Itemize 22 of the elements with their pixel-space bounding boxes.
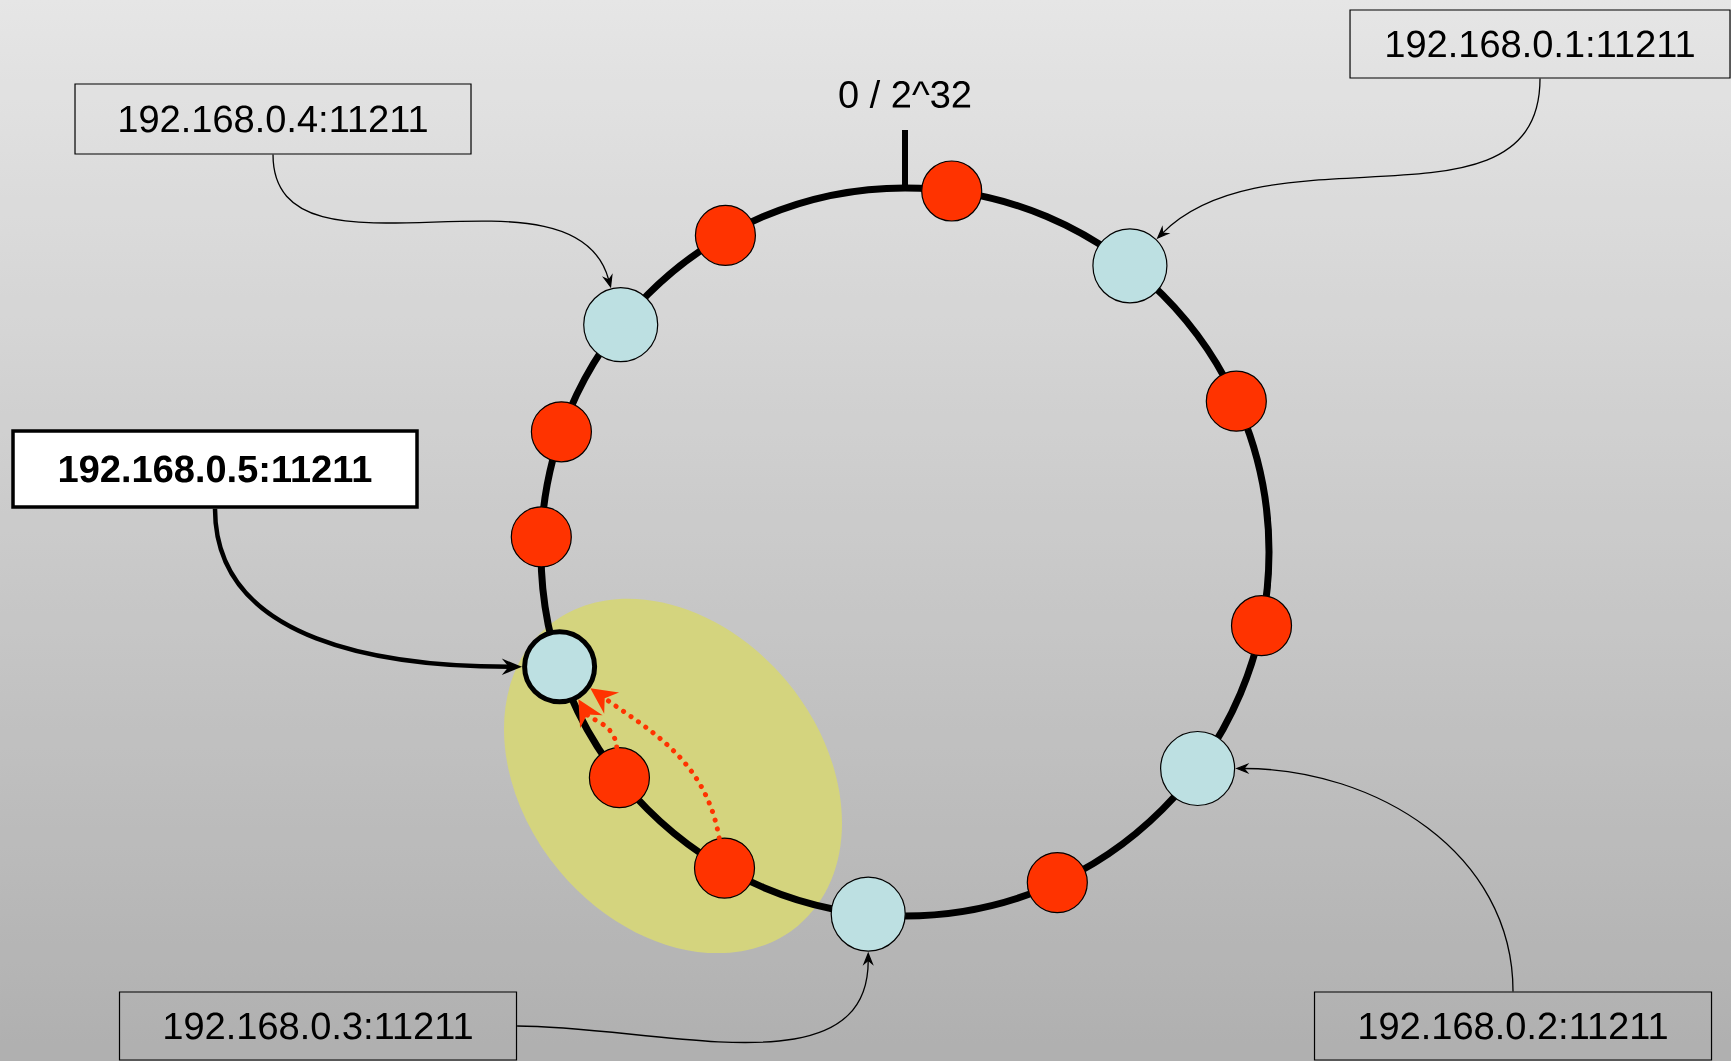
- server-node: [830, 876, 906, 952]
- address-box: 192.168.0.1:11211: [1349, 9, 1731, 79]
- address-box: 192.168.0.3:11211: [118, 991, 518, 1061]
- server-node: [1160, 730, 1236, 807]
- server-node: [522, 629, 598, 705]
- hash-point: [588, 747, 650, 809]
- hash-point: [694, 204, 756, 266]
- address-box: 192.168.0.5:11211: [11, 429, 419, 509]
- hash-point: [530, 401, 592, 463]
- hash-point: [1230, 595, 1293, 657]
- hash-point: [1026, 852, 1088, 914]
- server-node: [583, 287, 659, 363]
- hash-point: [921, 160, 983, 222]
- hash-point: [693, 837, 756, 899]
- server-node: [1092, 228, 1168, 304]
- angle-label: 0 / 2^32: [839, 80, 971, 108]
- hash-point: [1205, 370, 1267, 432]
- address-box: 192.168.0.2:11211: [1313, 991, 1713, 1061]
- arrow: [590, 688, 722, 841]
- arrow: [578, 699, 620, 750]
- hash-point: [510, 506, 572, 568]
- address-box: 192.168.0.4:11211: [74, 83, 472, 155]
